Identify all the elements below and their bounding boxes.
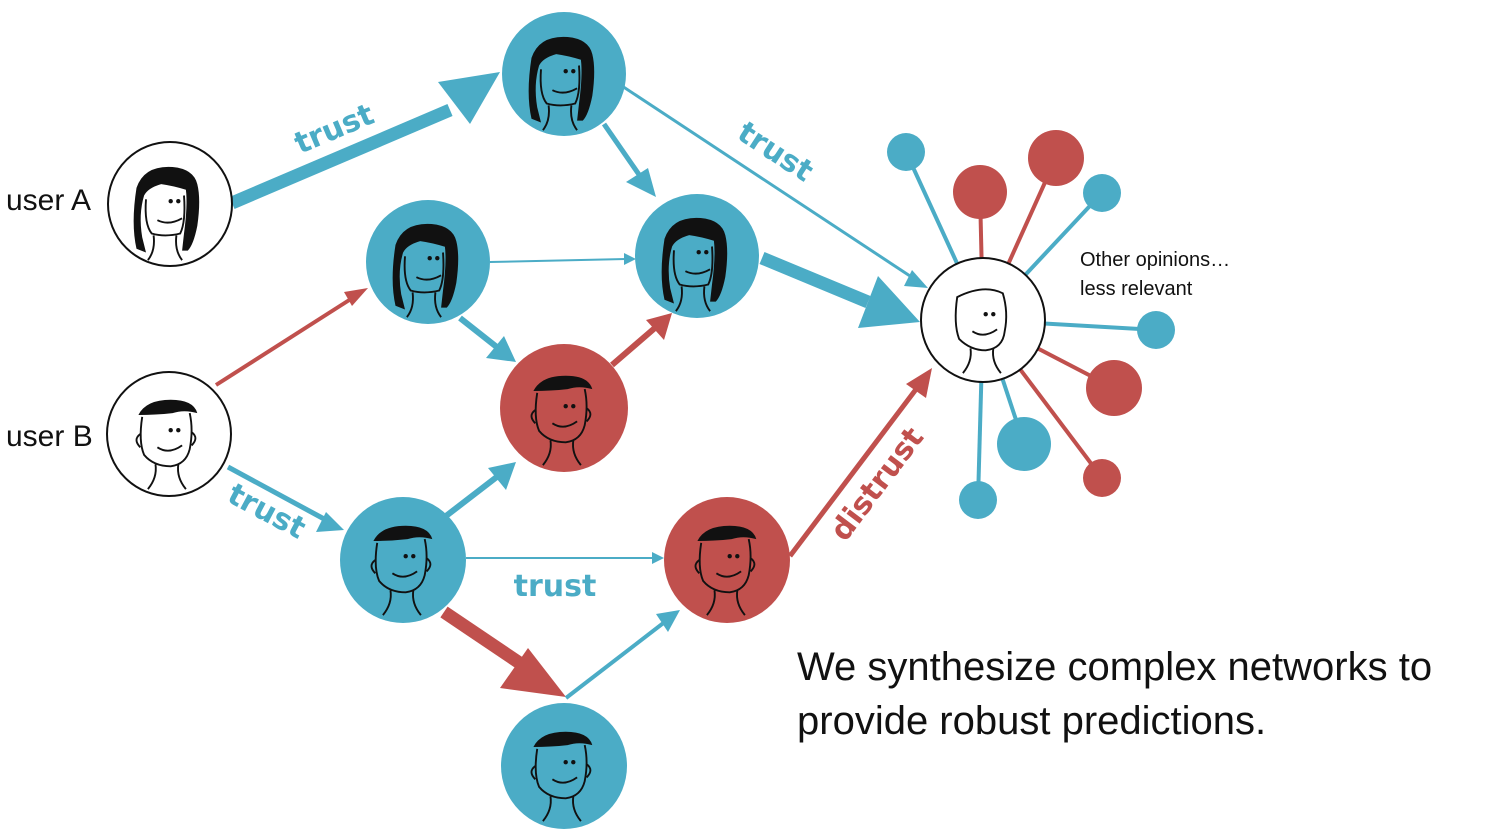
opinion-dot-distrust [1083,459,1121,497]
target-user-node [920,257,1046,383]
person-node-trusted [635,194,759,318]
opinion-dot-trust [1137,311,1175,349]
trust-label-bottom: trust [514,569,597,604]
opinion-dot-trust [997,417,1051,471]
user-b-node [106,371,232,497]
other-opinions-note: Other opinions… less relevant [1080,246,1230,304]
other-opinions-line2: less relevant [1080,278,1193,300]
tagline: We synthesize complex networks to provid… [797,640,1432,748]
user-a-node [107,141,233,267]
person-node-distrusted [664,497,790,623]
person-node-trusted [366,200,490,324]
other-opinions-line1: Other opinions… [1080,249,1231,271]
nodes [106,12,1046,829]
edges [214,72,932,700]
opinion-dot-distrust [953,165,1007,219]
person-node-trusted [502,12,626,136]
person-node-trusted [340,497,466,623]
person-node-trusted [501,703,627,829]
tagline-line1: We synthesize complex networks to [797,645,1433,689]
opinion-dot-trust [959,481,997,519]
opinion-dot-distrust [1086,360,1142,416]
tagline-line2: provide robust predictions. [797,699,1267,743]
opinion-dot-trust [1083,174,1121,212]
user-b-label: user B [6,420,93,453]
person-node-distrusted [500,344,628,472]
opinion-dot-trust [887,133,925,171]
opinion-dot-distrust [1028,130,1084,186]
trust-label-top-right: trust [731,115,819,189]
user-a-label: user A [6,184,92,217]
